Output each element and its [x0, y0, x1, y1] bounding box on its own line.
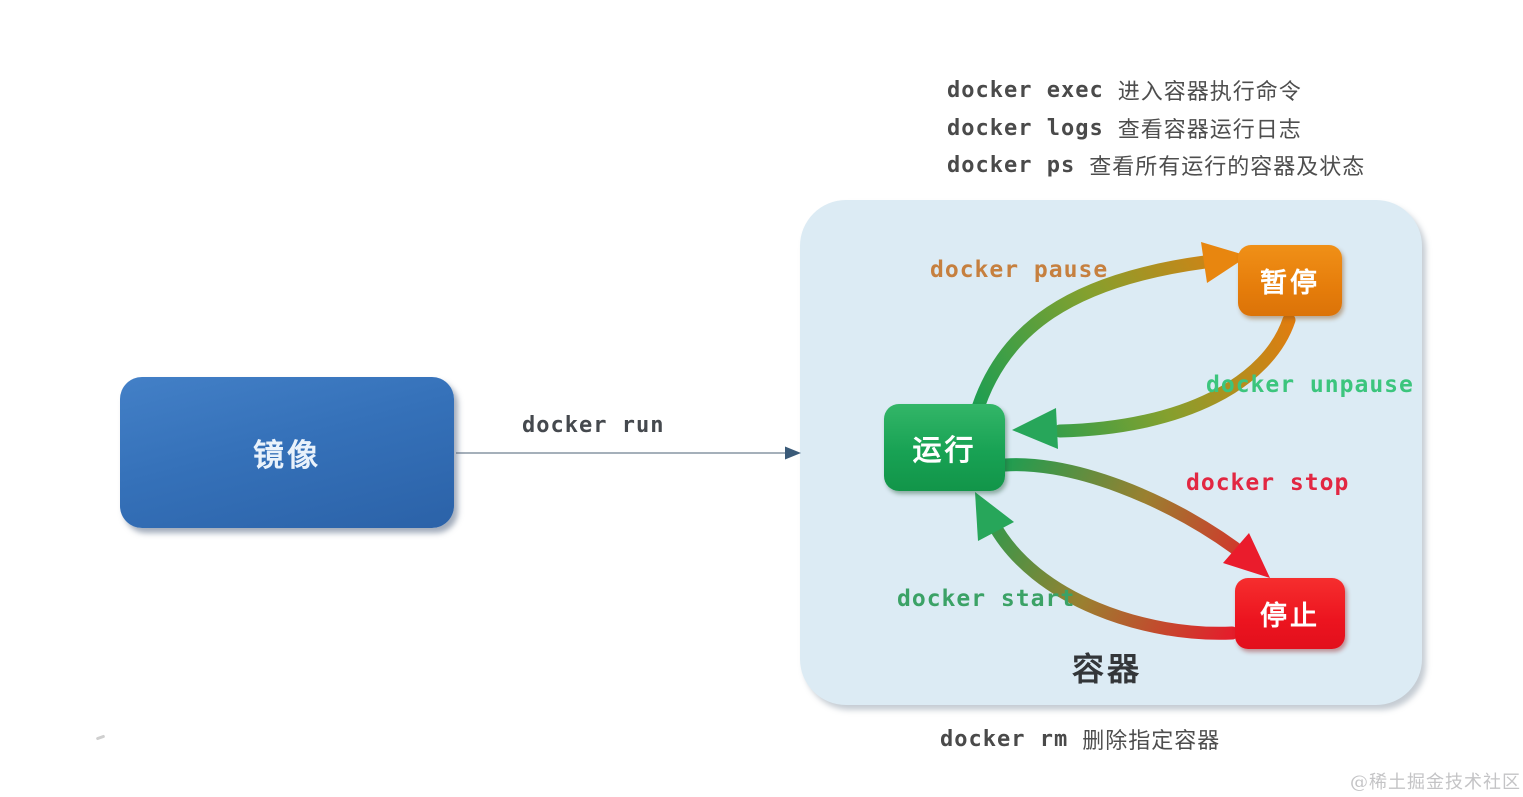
docker-pause-label: docker pause: [930, 257, 1109, 283]
docker-run-arrow: [456, 446, 801, 460]
paused-state-node: 暂停: [1238, 245, 1342, 316]
docker-stop-arc: [988, 458, 1270, 578]
command-desc-exec: 进入容器执行命令: [1117, 79, 1302, 104]
command-line-rm: docker rm 删除指定容器: [940, 725, 1221, 754]
command-code-exec: docker exec: [947, 77, 1104, 103]
docker-stop-label: docker stop: [1186, 470, 1350, 496]
image-node: 镜像: [120, 377, 454, 528]
docker-unpause-arc: [1012, 313, 1296, 449]
command-desc-logs: 查看容器运行日志: [1117, 117, 1302, 142]
docker-run-label: docker run: [522, 413, 665, 438]
command-desc-rm: 删除指定容器: [1082, 728, 1221, 753]
running-state-node: 运行: [884, 404, 1005, 491]
watermark: @稀土掘金技术社区: [1350, 772, 1521, 793]
command-line-exec: docker exec 进入容器执行命令: [947, 76, 1302, 105]
command-code-logs: docker logs: [947, 115, 1104, 141]
command-code-rm: docker rm: [940, 726, 1069, 752]
docker-unpause-label: docker unpause: [1206, 372, 1414, 398]
command-code-ps: docker ps: [947, 152, 1076, 178]
command-line-ps: docker ps 查看所有运行的容器及状态: [947, 151, 1366, 180]
command-desc-ps: 查看所有运行的容器及状态: [1089, 154, 1366, 179]
container-panel-title: 容器: [1072, 651, 1143, 687]
docker-pause-arc: [969, 242, 1248, 421]
docker-start-arc: [975, 492, 1239, 640]
docker-start-label: docker start: [897, 586, 1076, 612]
stopped-state-node: 停止: [1235, 578, 1345, 649]
command-line-logs: docker logs 查看容器运行日志: [947, 114, 1302, 143]
